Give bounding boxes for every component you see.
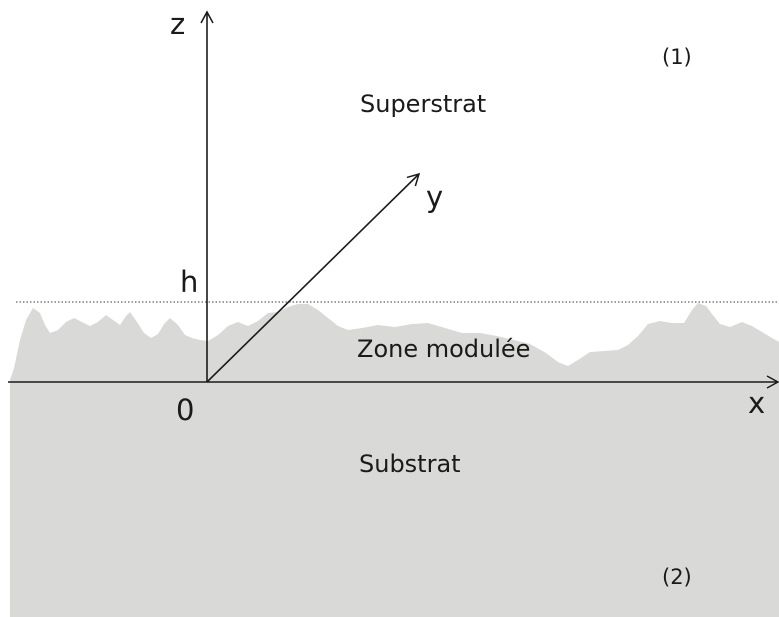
substrat-label: Substrat bbox=[359, 450, 461, 478]
medium-2-label: (2) bbox=[662, 565, 692, 589]
z-axis-label: z bbox=[170, 7, 185, 41]
medium-1-label: (1) bbox=[662, 45, 692, 69]
y-axis bbox=[206, 172, 421, 383]
y-axis-label: y bbox=[426, 180, 443, 214]
origin-label: 0 bbox=[176, 393, 194, 427]
zone-modulee-label: Zone modulée bbox=[357, 335, 530, 363]
superstrat-label: Superstrat bbox=[360, 90, 486, 118]
x-axis-label: x bbox=[748, 386, 765, 420]
height-h-label: h bbox=[180, 265, 198, 299]
